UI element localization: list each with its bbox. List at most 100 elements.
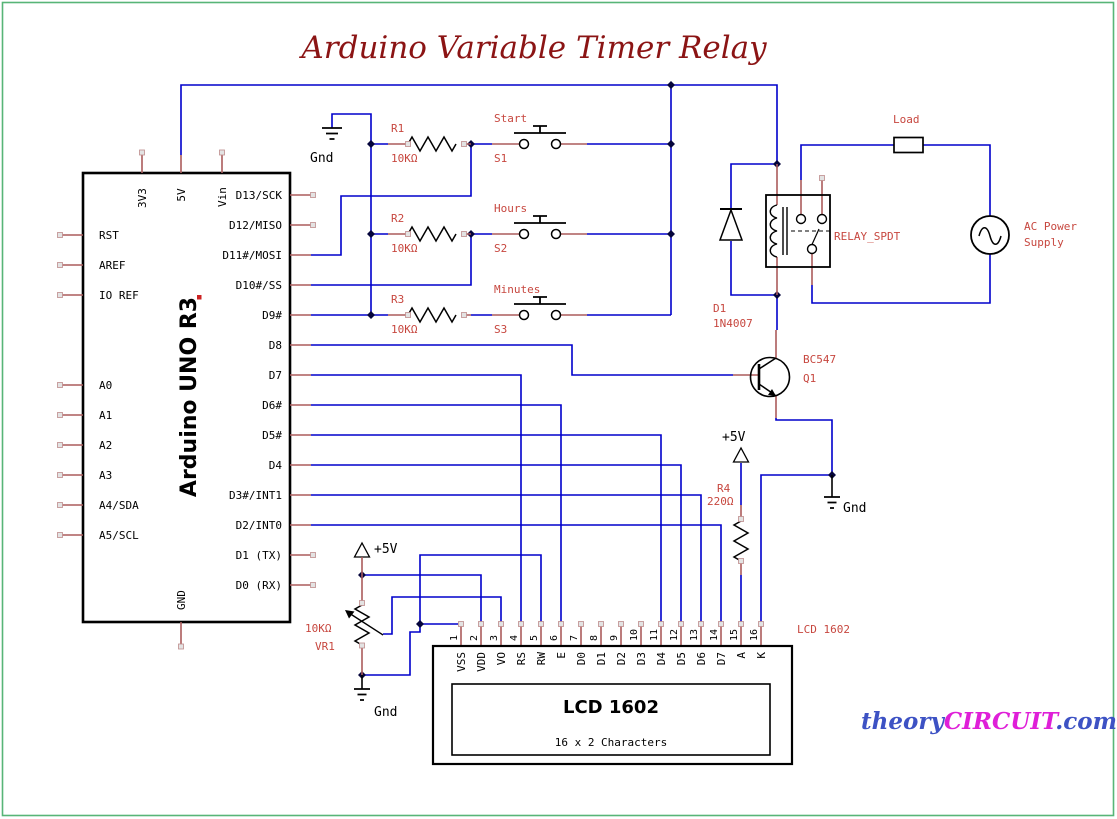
wire-d3-lcd-d6 [311,494,702,625]
pin-label-d2: D2/INT0 [236,519,282,532]
watermark-circuit: CIRCUIT [944,708,1060,735]
input-row-start: R1 10KΩ Start S1 [388,112,587,165]
lcd-pin-names: VSS VDD VO RS RW E D0 D1 D2 D3 D4 D5 D6 … [455,652,768,672]
svg-text:4: 4 [509,635,520,641]
pin-label-vin: Vin [216,187,229,207]
pushbutton-contact [550,309,562,321]
pin-terminal [57,442,63,448]
ground-symbol-top: Gnd [310,127,342,166]
arduino-top-pin-leads [141,155,223,173]
wire-d2-lcd-d7 [311,524,722,625]
r4-backlight: +5V R4 220Ω [707,430,750,575]
gnd-label: Gnd [374,705,397,720]
transistor-leads [733,330,777,418]
svg-text:D1: D1 [595,652,608,665]
pin-label-d8: D8 [269,339,282,352]
resistor-value: 10KΩ [391,242,418,255]
svg-text:13: 13 [689,629,700,641]
junction-dots [358,81,836,679]
pin-terminal [310,552,316,558]
pin-label-d10: D10#/SS [236,279,282,292]
svg-text:RS: RS [515,652,528,665]
wire-lcd-k-gnd [760,474,832,625]
svg-text:A: A [735,652,748,659]
wire-common-ac [811,254,991,304]
button-action-label: Hours [494,202,527,215]
svg-text:3: 3 [489,635,500,641]
svg-text:E: E [555,652,568,659]
diode-ref: D1 [713,302,726,315]
lcd-ext-label: LCD 1602 [797,623,850,636]
vcc-label: +5V [722,430,746,445]
pot-value: 10KΩ [305,622,332,635]
ground-icon [322,127,342,140]
lcd-display-box [451,683,771,756]
svg-text:10: 10 [629,629,640,641]
pin-label-d7: D7 [269,369,282,382]
wire-d11-start [311,144,472,256]
svg-text:D6: D6 [695,652,708,665]
wire-vr1-gnd-link [362,624,421,676]
switch-ref: S3 [494,323,507,336]
pin-terminal [461,141,467,147]
pin-label-d1: D1 (TX) [236,549,282,562]
pin-terminal [310,222,316,228]
pin-terminal [57,502,63,508]
arduino-right-pin-leads [290,194,311,586]
svg-text:1: 1 [449,635,460,641]
wire-d10-hours [311,234,472,286]
board-rev-marker [197,295,202,300]
pushbutton-contact [550,228,562,240]
svg-text:14: 14 [709,629,720,641]
wire-d8-base [311,344,733,376]
button-action-label: Start [494,112,527,125]
pin-label-a3: A3 [99,469,112,482]
ground-icon [824,496,840,509]
pin-terminal [57,412,63,418]
svg-text:VDD: VDD [475,652,488,672]
resistor-ref: R2 [391,212,404,225]
svg-text:D4: D4 [655,652,668,666]
relay-spdt: RELAY_SPDT [765,164,901,295]
transistor-q1: BC547 Q1 [733,330,836,418]
load-label: Load [893,113,920,126]
pin-label-d12: D12/MISO [229,219,282,232]
pin-label-rst: RST [99,229,119,242]
resistor-ref: R3 [391,293,404,306]
arduino-left-pin-leads [62,234,83,536]
wire-flyback-diode [730,163,777,296]
wire-d4-lcd-d5 [311,464,682,625]
pin-terminal [57,382,63,388]
svg-text:11: 11 [649,629,660,641]
pin-label-d13: D13/SCK [236,189,283,202]
ac-source-circle [970,215,1010,255]
wire-load-ac [923,144,991,216]
svg-text:D5: D5 [675,652,688,665]
pin-terminal [139,149,145,156]
svg-text:15: 15 [729,629,740,641]
vcc-arrow-icon [732,446,750,463]
relay-core-bars [782,207,788,255]
lcd-subtitle: 16 x 2 Characters [555,736,668,749]
ground-symbol-mid: Gnd [824,475,866,516]
ground-icon [354,688,370,701]
button-action-label: Minutes [494,283,540,296]
load-and-ac: Load AC Power Supply [893,113,1077,255]
resistor-zigzag-r2 [407,225,457,243]
wire-no-contact-load [800,144,894,180]
load-box [893,136,924,154]
lcd-title: LCD 1602 [563,697,659,718]
resistor-ref: R4 [717,482,731,495]
transistor-part: BC547 [803,353,836,366]
ac-label-line1: AC Power [1024,220,1077,233]
svg-text:7: 7 [569,635,580,641]
pin-label-aref: AREF [99,259,126,272]
pot-wiper-arrow-icon [345,610,355,619]
page-title: Arduino Variable Timer Relay [298,30,767,66]
pin-label-a0: A0 [99,379,112,392]
lcd-1602: LCD 1602 16 x 2 Characters LCD 1602 1 2 … [431,621,850,766]
ac-sine-icon [978,227,1002,245]
watermark-com: .com [1055,708,1117,735]
